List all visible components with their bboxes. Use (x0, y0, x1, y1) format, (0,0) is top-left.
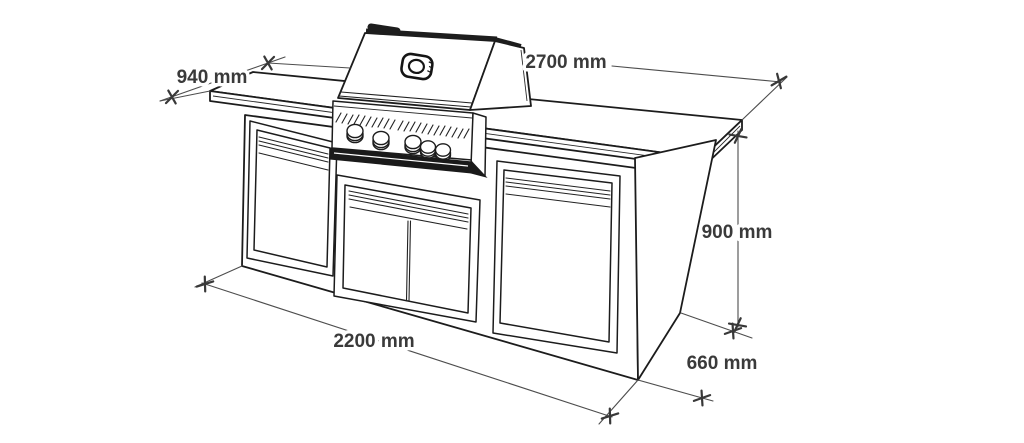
left-door-vent-lines (258, 136, 329, 171)
vent-hatching (335, 112, 470, 139)
hood-badge (400, 52, 434, 81)
grease-tray-bar (329, 147, 488, 178)
dimension-label-base-length: 2200 mm (333, 331, 414, 352)
dimension-counter-depth: 940 mm (159, 53, 351, 107)
side-panel (634, 139, 717, 381)
knob (404, 134, 422, 155)
control-knobs (346, 123, 452, 162)
center-double-doors (333, 174, 481, 323)
dimension-label-island-height: 900 mm (702, 222, 773, 243)
knob (372, 130, 390, 151)
knob (346, 123, 364, 144)
grill-hood (337, 23, 532, 111)
knob (419, 140, 437, 159)
dimension-base-length: 2200 mm (194, 265, 639, 426)
dimension-counter-length: 2700 mm (522, 49, 788, 121)
dimension-island-height: 900 mm (698, 125, 776, 336)
right-door-vent-lines (505, 177, 611, 208)
dimension-label-counter-length: 2700 mm (525, 52, 606, 73)
grill-body (329, 100, 488, 178)
right-cabinet-door (492, 160, 621, 354)
center-door-handle-rail (348, 190, 469, 230)
center-door-divider (405, 220, 412, 302)
dimension-label-base-depth: 660 mm (687, 353, 758, 374)
dimension-label-counter-depth: 940 mm (177, 67, 248, 88)
dimension-base-depth: 660 mm (637, 312, 761, 408)
left-cabinet-door (246, 120, 338, 277)
